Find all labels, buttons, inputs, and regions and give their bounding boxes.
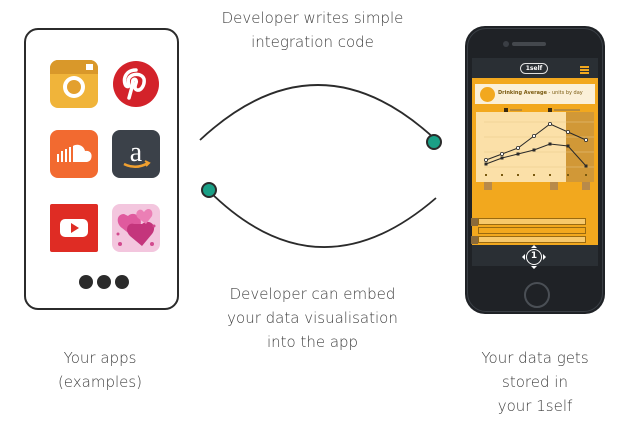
- arc-endpoint-left: [201, 182, 217, 198]
- avatar: [471, 218, 478, 226]
- dot-3: [115, 275, 129, 289]
- card-title-main: Drinking Average: [498, 90, 547, 96]
- phone-camera: [503, 41, 509, 47]
- card-title: Drinking Average - units by day: [498, 90, 583, 97]
- svg-text:a: a: [130, 137, 143, 168]
- mini-line-chart: [483, 121, 594, 190]
- drink-bubble-icon: [480, 87, 495, 102]
- instagram-icon[interactable]: [50, 60, 98, 108]
- pinterest-icon[interactable]: [112, 60, 160, 108]
- bottom-logo-arrows: [522, 245, 546, 269]
- arc-1self-to-apps: [207, 189, 437, 248]
- caption-your-data-line3: your 1self: [497, 397, 573, 415]
- comment-row[interactable]: [471, 236, 586, 244]
- caption-embed: Developer can embed your data visualisat…: [170, 282, 455, 354]
- caption-your-apps-line2: (examples): [57, 373, 143, 391]
- caption-embed-line3: into the app: [266, 333, 359, 351]
- caption-embed-line1: Developer can embed: [229, 285, 396, 303]
- apps-panel: a: [24, 28, 179, 310]
- dot-1: [79, 275, 93, 289]
- phone-edge: [467, 28, 603, 312]
- arc-apps-to-1self: [199, 84, 437, 141]
- more-apps-dots[interactable]: [79, 275, 129, 289]
- phone-speaker: [512, 42, 546, 46]
- comment-row[interactable]: [478, 227, 586, 234]
- card-header: [475, 84, 595, 104]
- bottom-logo[interactable]: 1: [526, 249, 542, 265]
- hamburger-menu-icon[interactable]: [580, 66, 589, 74]
- caption-your-data-line1: Your data gets: [481, 349, 589, 367]
- caption-your-apps: Your apps (examples): [30, 346, 170, 394]
- avatar: [471, 236, 478, 244]
- amazon-icon[interactable]: a: [112, 130, 160, 178]
- arc-endpoint-right: [426, 134, 442, 150]
- caption-your-data: Your data gets stored in your 1self: [450, 346, 620, 418]
- app-topbar: [472, 58, 598, 78]
- app-logo[interactable]: 1self: [520, 63, 548, 74]
- comment-row[interactable]: [471, 218, 586, 226]
- phone-home-button[interactable]: [524, 282, 550, 308]
- caption-integration-line2: integration code: [251, 33, 374, 51]
- soundcloud-icon[interactable]: [50, 130, 98, 178]
- caption-your-data-line2: stored in: [502, 373, 568, 391]
- caption-integration-line1: Developer writes simple: [221, 9, 404, 27]
- dot-2: [97, 275, 111, 289]
- caption-integration: Developer writes simple integration code: [170, 6, 455, 54]
- hearts-app-icon[interactable]: [112, 204, 160, 252]
- caption-embed-line2: your data visualisation: [227, 309, 398, 327]
- chart-shaded-region: [566, 112, 594, 182]
- caption-your-apps-line1: Your apps: [63, 349, 137, 367]
- card-title-sub: - units by day: [546, 90, 583, 96]
- chart-legend: [504, 108, 580, 112]
- youtube-icon[interactable]: [50, 204, 98, 252]
